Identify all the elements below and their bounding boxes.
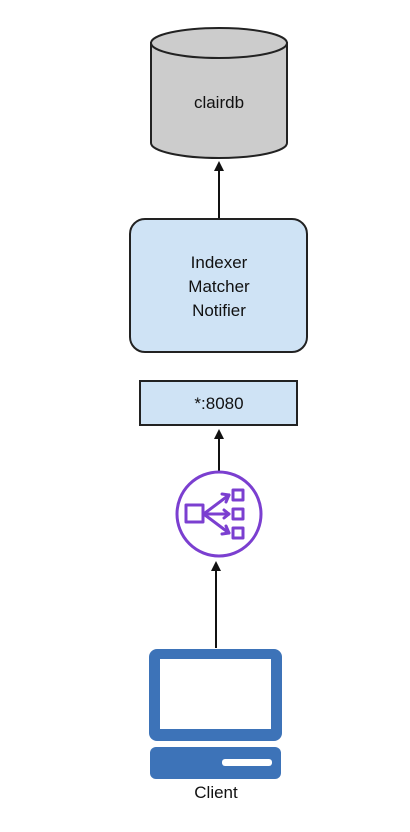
- service-box: [129, 218, 308, 353]
- client-label: Client: [194, 783, 238, 802]
- load-balancer-icon: [175, 470, 263, 558]
- client-node: Client: [149, 649, 282, 802]
- port-node: *:8080: [139, 380, 298, 426]
- service-line-indexer: Indexer: [191, 253, 248, 272]
- port-label: *:8080: [194, 394, 243, 413]
- service-line-matcher: Matcher: [188, 277, 250, 296]
- port-box: [139, 380, 298, 426]
- service-line-notifier: Notifier: [192, 301, 246, 320]
- database-node: clairdb: [150, 27, 288, 159]
- database-cylinder-icon: [150, 27, 288, 159]
- database-label: clairdb: [194, 93, 244, 112]
- load-balancer-node: [175, 470, 263, 558]
- service-node: Indexer Matcher Notifier: [129, 218, 308, 353]
- desktop-computer-icon: [149, 649, 282, 779]
